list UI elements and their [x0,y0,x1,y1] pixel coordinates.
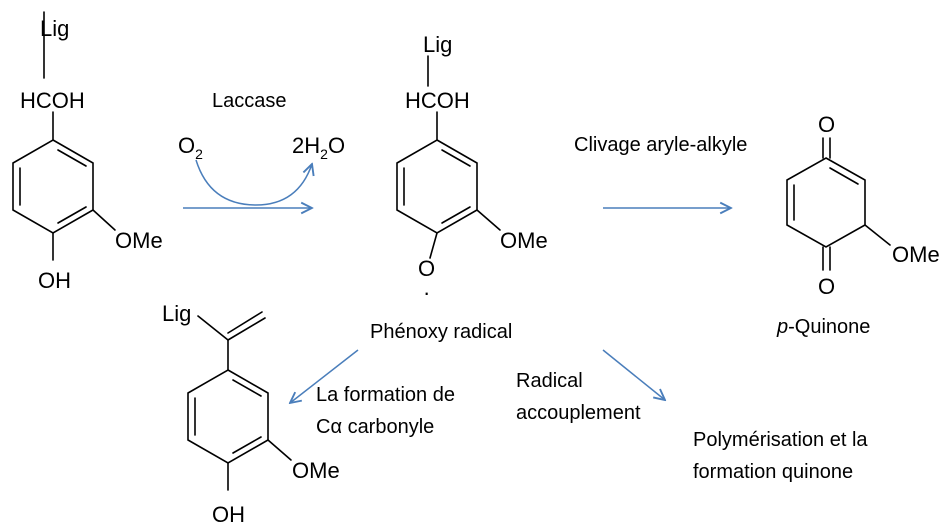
polymer-label-line2: formation quinone [693,461,853,483]
water-label: 2H2O [292,133,345,162]
lig-label-2: Lig [423,32,452,57]
hcoh-label: HCOH [20,88,85,113]
phenoxy-radical-molecule: Lig HCOH OMe O · Phénoxy radical [370,32,548,343]
quinone-label: p-Quinone [776,316,870,338]
lig-label: Lig [40,16,69,41]
lig-label-4: Lig [162,301,191,326]
oh-label: OH [38,268,71,293]
oxygen-label: O2 [178,133,203,162]
quinone-bottom-oxygen: O [818,274,835,299]
arrow-to-carbonyl [290,349,359,403]
ome-label: OMe [115,228,163,253]
ome-label-4: OMe [292,458,340,483]
curved-arrow [195,159,312,206]
laccase-step: Laccase O2 2H2O [178,90,345,208]
substrate-molecule: Lig HCOH OMe OH [12,11,163,293]
hcoh-label-2: HCOH [405,88,470,113]
ome-label-3: OMe [892,242,940,267]
coupling-label-line1: Radical [516,370,583,392]
oh-label-4: OH [212,502,245,527]
polymer-label-line1: Polymérisation et la [693,429,868,451]
carbonyl-product-molecule: Lig OMe OH [162,301,340,527]
carbonyl-label-line1: La formation de [316,384,455,406]
oxygen-radical-label: O [418,256,435,281]
arrow-to-polymerisation [602,349,665,400]
cleavage-step: Clivage aryle-alkyle [574,134,747,208]
carbonyl-label-line2: Cα carbonyle [316,416,434,438]
quinone-top-oxygen: O [818,112,835,137]
ome-label-2: OMe [500,228,548,253]
enzyme-label: Laccase [212,90,287,112]
radical-dot: · [423,280,430,305]
phenoxy-radical-label: Phénoxy radical [370,321,512,343]
quinone-molecule: O OMe O p-Quinone [776,112,940,338]
cleavage-label: Clivage aryle-alkyle [574,134,747,156]
coupling-label-line2: accouplement [516,402,641,424]
